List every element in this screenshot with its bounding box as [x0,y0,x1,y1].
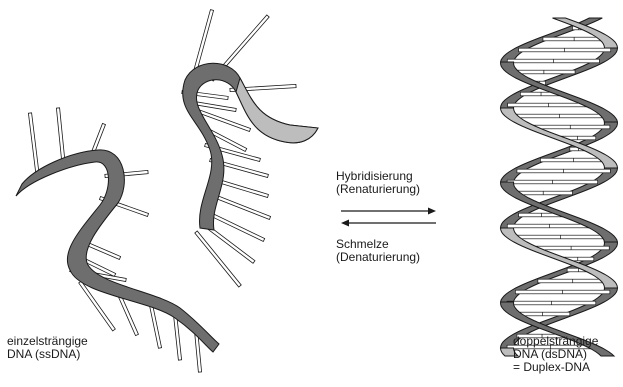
ssdna-base [195,231,241,287]
ssdna-base [213,195,270,220]
forward-arrow-head [428,208,436,215]
hybridization-label: Hybridisierung (Renaturierung) [336,170,420,196]
dsdna-label-line3: = Duplex-DNA [513,361,598,374]
ssdna-bases [28,10,296,373]
melting-label-line2: (Denaturierung) [336,251,420,264]
equilibrium-arrows [341,208,436,227]
melting-label: Schmelze (Denaturierung) [336,238,420,264]
ssdna-label-line2: DNA (ssDNA) [7,348,88,361]
dsdna-label: doppelsträngige DNA (dsDNA) = Duplex-DNA [513,335,598,374]
ssdna-strand [16,10,318,373]
ssdna-backbone [16,150,219,352]
ssdna-base [28,113,39,178]
hybridization-label-line2: (Renaturierung) [336,183,420,196]
ssdna-label: einzelsträngige DNA (ssDNA) [7,335,88,361]
dsdna-helix [501,18,618,356]
dsdna-front-strand [501,18,618,356]
reverse-arrow-head [341,220,349,227]
